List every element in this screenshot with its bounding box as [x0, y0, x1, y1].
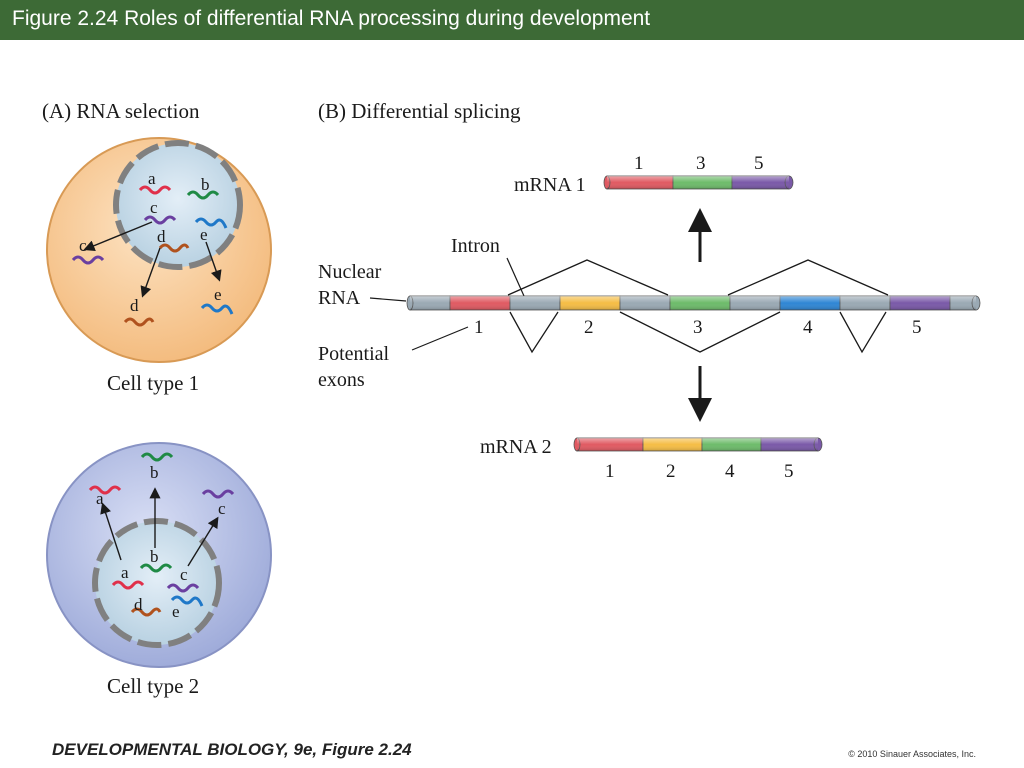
title-bar: Figure 2.24 Roles of differential RNA pr… [0, 0, 1024, 40]
mrna2-exon-number: 4 [725, 461, 735, 482]
export-arrow [83, 221, 153, 252]
cell1-nucleus [113, 140, 243, 270]
cell2-nucleus [92, 518, 222, 648]
intron-label: Intron [451, 235, 500, 257]
rna-b-squiggle [140, 452, 174, 462]
rna-label: b [150, 463, 159, 482]
rna-b-squiggle [186, 190, 220, 200]
mrna2: mRNA 2 1 2 4 5 [480, 436, 823, 482]
rna-label: c [79, 236, 87, 255]
rna-label: a [148, 169, 156, 188]
rna-a-squiggle [88, 485, 122, 495]
panel-a-heading: (A) RNA selection [42, 99, 200, 123]
rna-c-squiggle [166, 583, 200, 593]
splice-line-lower [619, 311, 781, 353]
book-citation: DEVELOPMENTAL BIOLOGY, 9e, Figure 2.24 [52, 740, 412, 759]
rna-label: b [201, 175, 210, 194]
rna-d-squiggle [123, 317, 155, 327]
splice-line-lower [509, 311, 559, 354]
export-arrow [187, 516, 219, 567]
rna-e-squiggle [194, 217, 228, 229]
cell2-caption: Cell type 2 [107, 674, 199, 698]
cell-type-2: a b c d e a b c Cell type 2 [46, 442, 272, 698]
figure-title: Figure 2.24 Roles of differential RNA pr… [12, 7, 651, 30]
rna-label: c [180, 565, 188, 584]
rna-label: d [130, 296, 139, 315]
potential-exons-pointer [411, 326, 469, 351]
mrna1-shading [607, 176, 789, 189]
splice-line-upper [727, 259, 889, 296]
exon-number: 3 [693, 317, 703, 338]
nuclear-rna-pointer [369, 297, 407, 302]
rna-e-squiggle [200, 303, 234, 315]
rna-a-squiggle [138, 185, 172, 195]
potential-exons-line1: Potential [318, 343, 390, 365]
cell-type-1: a b c d e c d e Cell type 1 [46, 137, 272, 395]
mrna2-exon-number: 1 [605, 461, 615, 482]
nuclear-rna-label-line1: Nuclear [318, 261, 382, 283]
splice-line-lower [839, 311, 887, 354]
nuclear-rna-shading [410, 296, 976, 310]
mrna1-label: mRNA 1 [514, 174, 586, 196]
exon-number: 5 [912, 317, 922, 338]
rna-label: d [157, 227, 166, 246]
mrna2-exon-number: 2 [666, 461, 676, 482]
potential-exons-line2: exons [318, 369, 365, 391]
mrna1-exon-number: 3 [696, 153, 706, 174]
rna-label: a [121, 563, 129, 582]
exon-number: 1 [474, 317, 484, 338]
rna-label: a [96, 489, 104, 508]
rna-c-squiggle [143, 215, 177, 225]
rna-b-squiggle [139, 563, 173, 573]
exon-number: 2 [584, 317, 594, 338]
rna-label: d [134, 595, 143, 614]
splice-line-upper [507, 259, 669, 296]
rna-label: e [172, 602, 180, 621]
rna-label: e [200, 225, 208, 244]
rna-a-squiggle [111, 580, 145, 590]
mrna2-exon-number: 5 [784, 461, 794, 482]
export-arrow [100, 502, 122, 561]
rna-c-squiggle [201, 489, 235, 499]
cell1-caption: Cell type 1 [107, 371, 199, 395]
rna-d-squiggle [130, 607, 162, 617]
mrna2-shading [577, 438, 818, 451]
mrna1-exon-number: 5 [754, 153, 764, 174]
intron-pointer [506, 257, 525, 297]
export-arrow [205, 241, 222, 282]
mrna1-exon-number: 1 [634, 153, 644, 174]
rna-label: b [150, 547, 159, 566]
nuclear-rna [406, 295, 981, 311]
rna-label: c [218, 499, 226, 518]
rna-e-squiggle [170, 595, 204, 607]
rna-label: e [214, 285, 222, 304]
rna-d-squiggle [158, 243, 190, 253]
rna-c-squiggle [71, 255, 105, 265]
panel-b-heading: (B) Differential splicing [318, 99, 521, 123]
rna-label: c [150, 198, 158, 217]
mrna1: mRNA 1 1 3 5 [514, 153, 794, 196]
exon-number: 4 [803, 317, 813, 338]
mrna2-label: mRNA 2 [480, 436, 552, 458]
export-arrow [140, 247, 161, 298]
copyright: © 2010 Sinauer Associates, Inc. [848, 749, 976, 759]
nuclear-rna-label-line2: RNA [318, 287, 361, 309]
